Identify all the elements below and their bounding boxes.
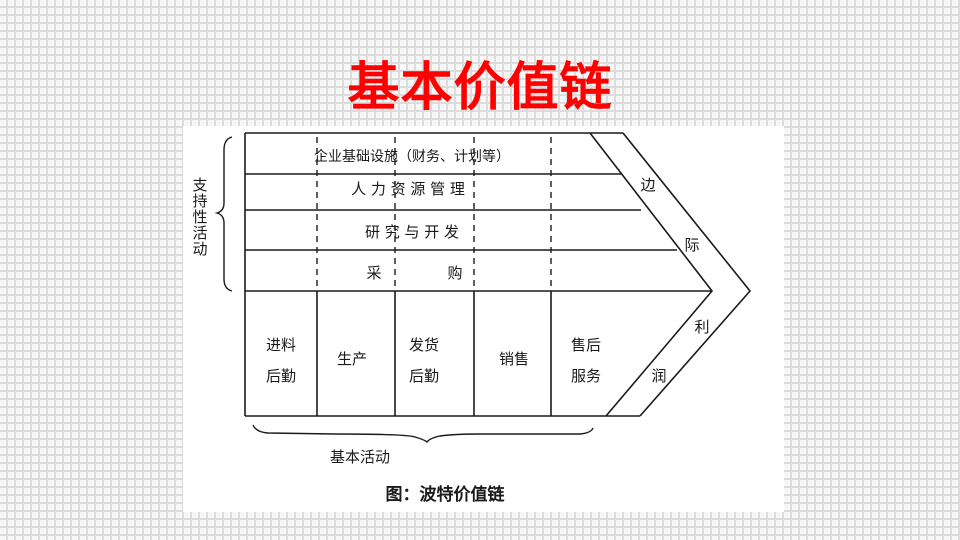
support-label-char: 持 (192, 192, 207, 210)
figure-caption: 图：波特价值链 (386, 484, 506, 505)
support-label-char: 动 (192, 240, 207, 258)
chain-frame (244, 132, 752, 417)
primary-activity-line: 后勤 (409, 367, 439, 385)
primary-activity-inbound-logistics: 进料 后勤 (266, 336, 296, 385)
support-brace (214, 136, 233, 292)
support-label-char: 支 (192, 176, 207, 194)
primary-activity-outbound-logistics: 发货 后勤 (409, 336, 439, 385)
support-activities-label: 支 持 性 活 动 (192, 176, 207, 258)
support-activity-infrastructure: 企业基础设施（财务、计划等） (314, 148, 510, 165)
primary-activity-line: 售后 (571, 336, 601, 354)
primary-activity-operations: 生产 (337, 350, 367, 368)
margin-label-char: 润 (651, 367, 666, 385)
margin-label-char: 际 (684, 236, 699, 254)
value-chain-figure: 支 持 性 活 动 (183, 126, 784, 512)
support-label-char: 活 (192, 224, 207, 242)
dashed-guides (316, 137, 552, 291)
primary-activity-line: 后勤 (266, 367, 296, 385)
support-label-char: 性 (192, 208, 207, 226)
primary-activity-line: 生产 (337, 350, 367, 368)
margin-label-char: 边 (640, 176, 655, 194)
support-activity-hr: 人 力 资 源 管 理 (351, 180, 465, 198)
primary-activity-service: 售后 服务 (571, 336, 601, 385)
primary-activity-line: 服务 (571, 367, 601, 385)
primary-activity-line: 发货 (409, 336, 439, 354)
primary-activity-line: 进料 (266, 336, 296, 354)
support-activity-procurement-2: 购 (447, 264, 462, 282)
primary-activity-line: 销售 (499, 350, 529, 368)
value-chain-diagram: 支 持 性 活 动 (192, 132, 752, 505)
primary-activities-label: 基本活动 (330, 448, 390, 466)
primary-brace (252, 424, 594, 444)
margin-label-char: 利 (694, 318, 709, 336)
slide-title: 基本价值链 (347, 58, 613, 118)
margin-label: 边 际 利 润 (640, 176, 709, 385)
primary-activity-sales: 销售 (499, 350, 529, 368)
support-activity-rnd: 研 究 与 开 发 (365, 223, 459, 241)
support-activity-procurement-1: 采 (366, 264, 381, 282)
